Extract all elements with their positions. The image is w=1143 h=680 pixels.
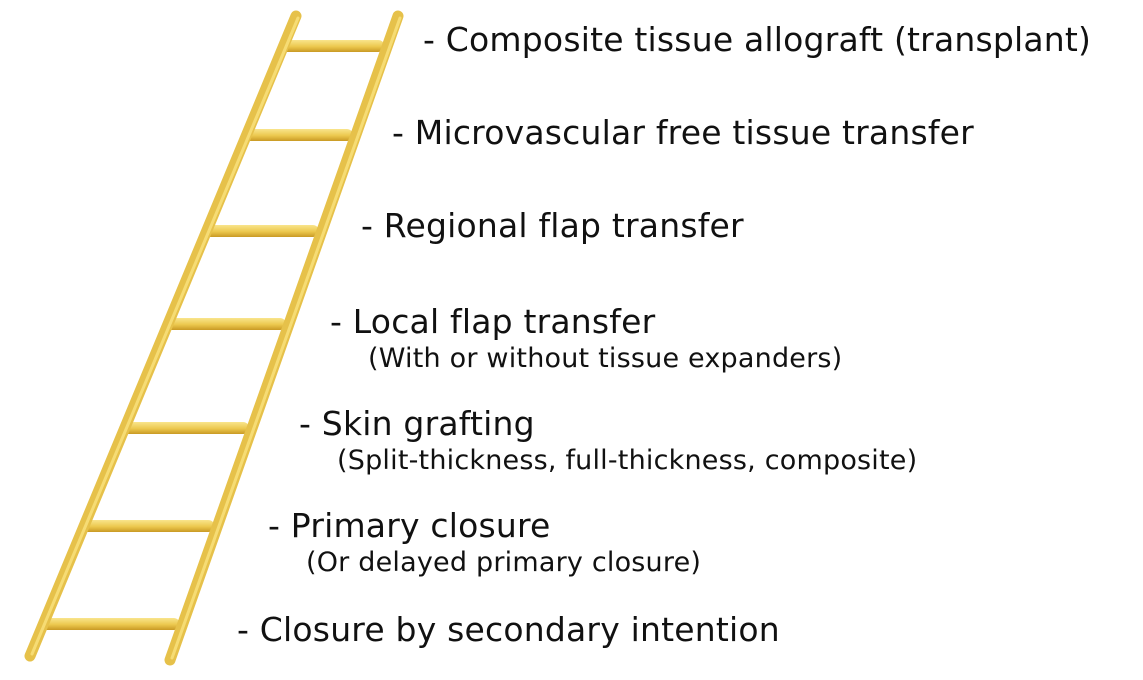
ladder-rung [203, 225, 319, 237]
step-local-flap-transfer: - Local flap transfer (With or without t… [330, 302, 842, 376]
step-regional-flap-transfer: - Regional flap transfer [361, 206, 744, 246]
ladder-rung [80, 520, 214, 532]
ladder-rung [280, 40, 385, 52]
step-closure-by-secondary-intention: - Closure by secondary intention [237, 610, 780, 650]
ladder-rung [243, 129, 353, 141]
step-microvascular-free-tissue-transfer: - Microvascular free tissue transfer [392, 113, 974, 153]
step-skin-grafting: - Skin grafting (Split-thickness, full-t… [299, 404, 917, 478]
step-label: - Local flap transfer [330, 302, 842, 342]
step-primary-closure: - Primary closure (Or delayed primary cl… [268, 506, 701, 580]
step-label: - Microvascular free tissue transfer [392, 113, 974, 153]
ladder-rail-highlight [32, 18, 298, 654]
step-composite-tissue-allograft: - Composite tissue allograft (transplant… [423, 20, 1091, 60]
ladder-rung [164, 318, 286, 330]
step-sublabel: (Split-thickness, full-thickness, compos… [337, 444, 917, 478]
step-sublabel: (With or without tissue expanders) [368, 342, 842, 376]
step-sublabel: (Or delayed primary closure) [306, 546, 701, 580]
ladder-rung [39, 618, 179, 630]
step-label: - Primary closure [268, 506, 701, 546]
ladder-rung [121, 422, 249, 434]
step-label: - Composite tissue allograft (transplant… [423, 20, 1091, 60]
step-label: - Skin grafting [299, 404, 917, 444]
step-label: - Regional flap transfer [361, 206, 744, 246]
step-label: - Closure by secondary intention [237, 610, 780, 650]
